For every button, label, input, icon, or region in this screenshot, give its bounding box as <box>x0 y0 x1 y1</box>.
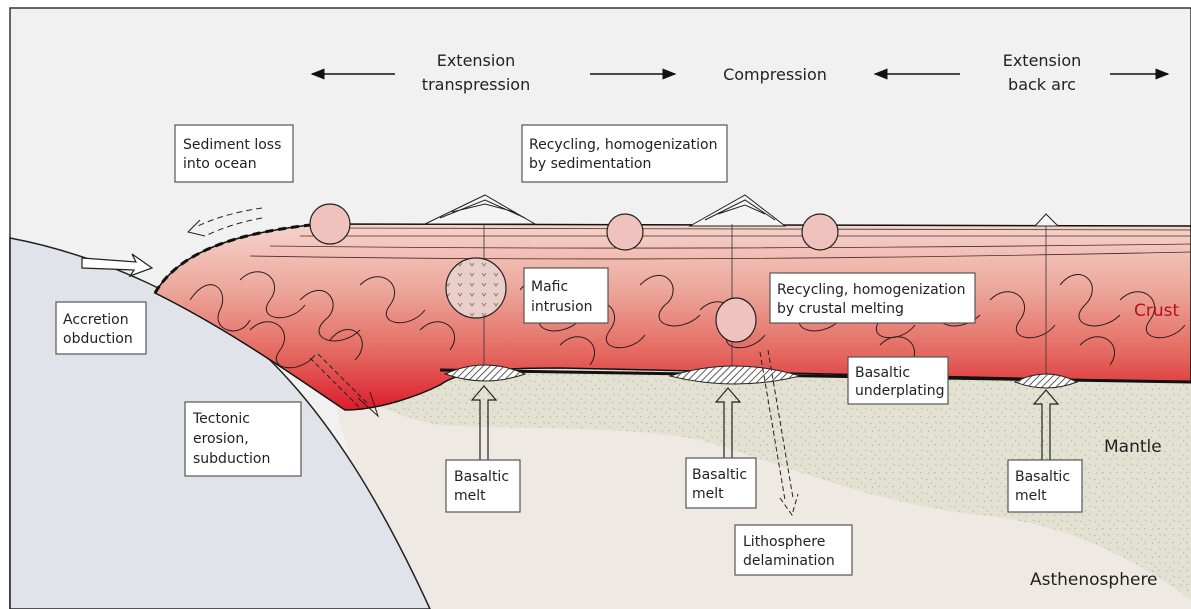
header-extension-back-arc-2: back arc <box>1008 75 1076 94</box>
label-sediment-loss-1: Sediment loss <box>183 137 281 153</box>
label-mafic-intrusion-2: intrusion <box>531 299 593 315</box>
label-basaltic-melt-3a: Basaltic <box>1015 469 1070 485</box>
label-basaltic-melt-2b: melt <box>692 486 724 502</box>
label-lithosphere-delamination-2: delamination <box>743 553 835 569</box>
header-extension-transpression-1: Extension <box>437 51 516 70</box>
label-recycling-melting-2: by crustal melting <box>777 301 904 317</box>
label-recycling-sedimentation-1: Recycling, homogenization <box>529 137 717 153</box>
label-recycling-melting-1: Recycling, homogenization <box>777 282 965 298</box>
label-recycling-sedimentation-2: by sedimentation <box>529 156 651 172</box>
label-basaltic-underplating-1: Basaltic <box>855 365 910 381</box>
label-basaltic-melt-3b: melt <box>1015 488 1047 504</box>
header-extension-transpression-2: transpression <box>422 75 530 94</box>
label-crust: Crust <box>1134 301 1179 321</box>
label-basaltic-melt-2a: Basaltic <box>692 467 747 483</box>
label-mantle: Mantle <box>1104 437 1162 457</box>
label-asthenosphere: Asthenosphere <box>1030 570 1158 590</box>
label-sediment-loss-2: into ocean <box>183 156 257 172</box>
header-extension-back-arc-1: Extension <box>1003 51 1082 70</box>
label-accretion-1: Accretion <box>63 312 129 328</box>
label-accretion-2: obduction <box>63 331 133 347</box>
label-tectonic-erosion-3: subduction <box>193 451 270 467</box>
label-tectonic-erosion-1: Tectonic <box>192 411 250 427</box>
header-compression: Compression <box>723 65 827 84</box>
label-mafic-intrusion-1: Mafic <box>531 279 568 295</box>
label-tectonic-erosion-2: erosion, <box>193 431 249 447</box>
label-basaltic-underplating-2: underplating <box>855 383 945 399</box>
mafic-intrusion-body <box>446 258 506 318</box>
label-lithosphere-delamination-1: Lithosphere <box>743 534 825 550</box>
label-basaltic-melt-1a: Basaltic <box>454 469 509 485</box>
label-basaltic-melt-1b: melt <box>454 488 486 504</box>
